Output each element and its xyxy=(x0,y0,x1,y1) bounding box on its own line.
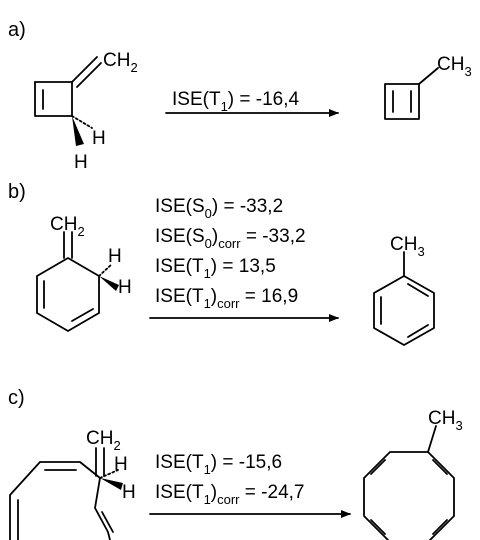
panel-a: a) CH2 H H ISE(T1) = -16,4 CH3 xyxy=(8,19,472,173)
panel-label: b) xyxy=(8,181,26,203)
methyl-group: CH3 xyxy=(428,408,463,433)
ise-value-line: ISE(T1)corr = -24,7 xyxy=(155,482,304,507)
panel-label: a) xyxy=(8,19,26,41)
hydrogen-label: H xyxy=(122,482,136,503)
methyl-group: CH3 xyxy=(437,54,472,79)
ise-value-line: ISE(T1) = 13,5 xyxy=(155,256,276,281)
hydrogen-label: H xyxy=(74,152,88,173)
methyl-group: CH3 xyxy=(390,234,425,259)
panel-label: c) xyxy=(8,387,25,409)
reactant-methylenecyclobutene: CH2 H H xyxy=(34,50,138,173)
ise-value-line: ISE(T1) = -16,4 xyxy=(172,89,300,114)
panel-c: c) CH2 H H ISE(T1) = -15,6 ISE(T1)corr =… xyxy=(8,387,463,540)
reactant-methylenecyclooctatriene: CH2 H H xyxy=(9,428,136,540)
product-methylcyclobutadiene: CH3 xyxy=(384,54,472,120)
hydrogen-label: H xyxy=(108,246,122,267)
methylene-group: CH2 xyxy=(50,214,85,239)
product-toluene: CH3 xyxy=(373,234,435,346)
product-methylcyclooctatetraene: CH3 xyxy=(363,408,463,540)
ise-value-line: ISE(T1) = -15,6 xyxy=(155,452,282,477)
reactant-methylenecyclohexadiene: CH2 H H xyxy=(36,214,132,332)
ise-value-line: ISE(T1)corr = 16,9 xyxy=(155,286,298,311)
hydrogen-label: H xyxy=(118,277,132,298)
ise-value-line: ISE(S0) = -33,2 xyxy=(155,196,283,221)
panel-b: b) CH2 H H ISE(S0) = -33,2 ISE(S0)corr =… xyxy=(8,181,435,346)
hydrogen-label: H xyxy=(114,454,128,475)
methylene-group: CH2 xyxy=(103,50,138,75)
methylene-group: CH2 xyxy=(86,428,121,453)
ise-value-line: ISE(S0)corr = -33,2 xyxy=(155,226,306,251)
hydrogen-label: H xyxy=(92,128,106,149)
